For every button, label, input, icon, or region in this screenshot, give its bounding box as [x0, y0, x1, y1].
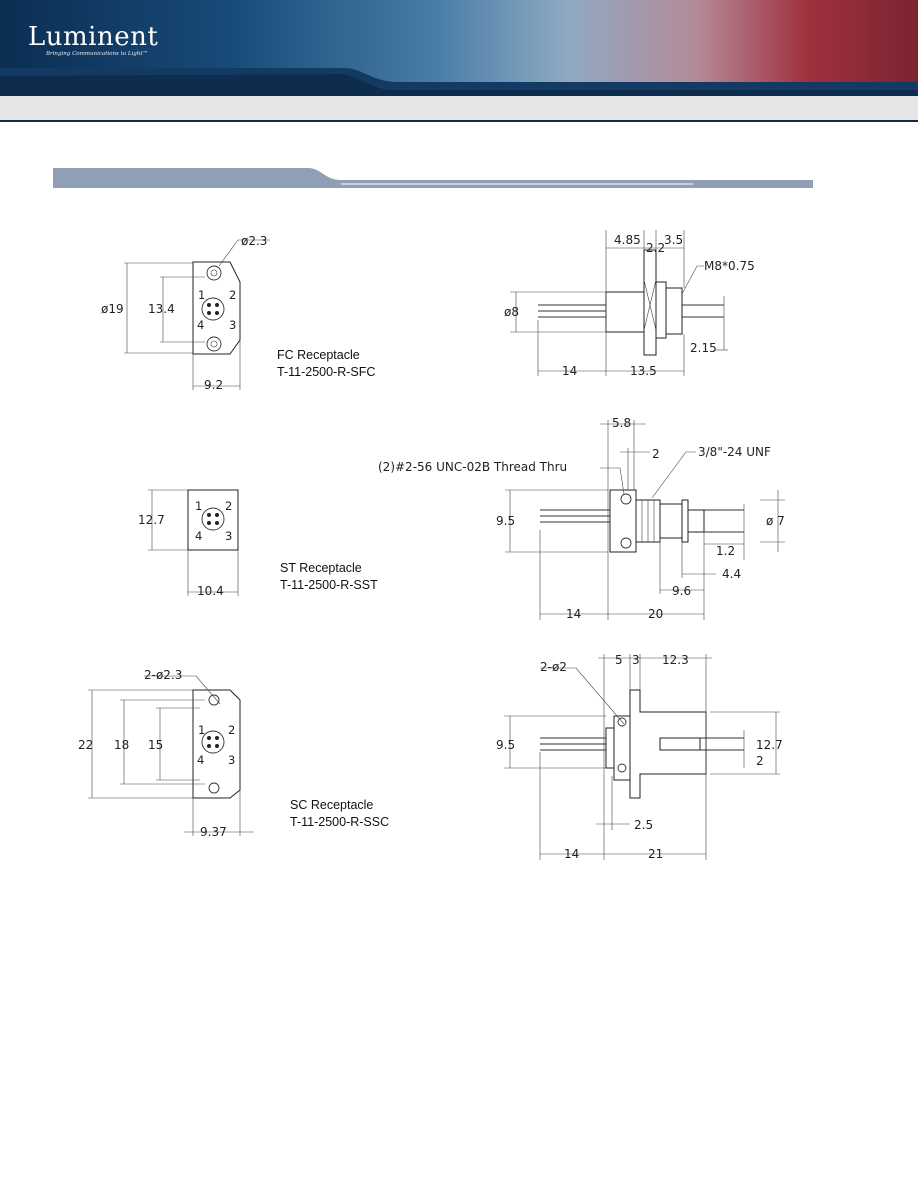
- fc-caption-title: FC Receptacle: [277, 348, 360, 362]
- sc-side-dim-3: 12.3: [662, 653, 689, 667]
- banner-wave: [0, 68, 918, 96]
- fc-side-thread: M8*0.75: [704, 259, 755, 273]
- fc-pin-4: 4: [197, 318, 204, 332]
- section-heading-bar: [53, 168, 813, 188]
- sc-front-width-dim: 9.37: [200, 825, 227, 839]
- sc-side-dim-4: 12.7: [756, 738, 783, 752]
- fc-side-view: 4.85 2.2 3.5 M8*0.75 ø8 2.15 14 13.5: [504, 230, 755, 378]
- fc-front-hole-dim: ø2.3: [241, 234, 267, 248]
- sc-side-len-body: 21: [648, 847, 663, 861]
- sc-front-h1-dim: 22: [78, 738, 93, 752]
- fc-pin-2: 2: [229, 288, 236, 302]
- st-caption-title: ST Receptacle: [280, 561, 362, 575]
- fc-side-dim-4: 2.15: [690, 341, 717, 355]
- sc-side-len-pins: 14: [564, 847, 579, 861]
- st-side-dim-3: 1.2: [716, 544, 735, 558]
- sc-side-dim-2: 3: [632, 653, 640, 667]
- sc-side-hole: 2-ø2: [540, 660, 567, 674]
- sc-side-dim-6: 2.5: [634, 818, 653, 832]
- st-pin-4: 4: [195, 529, 202, 543]
- sc-pin-2: 2: [228, 723, 235, 737]
- st-pin-2: 2: [225, 499, 232, 513]
- sc-side-dim-5: 2: [756, 754, 764, 768]
- st-front-width-dim: 10.4: [197, 584, 224, 598]
- sc-side-view: 2-ø2 5 3 12.3 9.5 12.7 2 2.5 14 21: [496, 653, 783, 861]
- fc-side-len-pins: 14: [562, 364, 577, 378]
- st-side-dim-5: 9.6: [672, 584, 691, 598]
- sc-pin-4: 4: [197, 753, 204, 767]
- st-side-dim-2: 2: [652, 447, 660, 461]
- st-pin-3: 3: [225, 529, 232, 543]
- fc-side-dia: ø8: [504, 305, 519, 319]
- st-side-thread: 3/8"-24 UNF: [698, 445, 771, 459]
- st-side-thread-note: (2)#2-56 UNC-02B Thread Thru: [378, 460, 567, 474]
- st-side-dim-4: 4.4: [722, 567, 741, 581]
- sc-pin-1: 1: [198, 723, 205, 737]
- st-caption-part: T-11-2500-R-SST: [280, 578, 378, 592]
- fc-front-width-dim: 9.2: [204, 378, 223, 392]
- company-logo: Luminent: [28, 22, 159, 52]
- header-rule: [0, 96, 918, 122]
- st-side-dia: ø 7: [766, 514, 785, 528]
- sc-front-view: 1 2 3 4 2-ø2.3 22 18 15 9.37 SC Receptac…: [78, 668, 389, 839]
- fc-pin-1: 1: [198, 288, 205, 302]
- st-side-len-pins: 14: [566, 607, 581, 621]
- st-side-view: 5.8 2 (2)#2-56 UNC-02B Thread Thru 3/8"-…: [378, 416, 785, 621]
- header-banner: Luminent Bringing Communications to Ligh…: [0, 0, 918, 96]
- sc-caption-part: T-11-2500-R-SSC: [290, 815, 389, 829]
- fc-front-dia-dim: ø19: [101, 302, 124, 316]
- sc-pin-3: 3: [228, 753, 235, 767]
- sc-side-dim-1: 5: [615, 653, 623, 667]
- fc-side-len-body: 13.5: [630, 364, 657, 378]
- fc-caption-part: T-11-2500-R-SFC: [277, 365, 375, 379]
- st-side-dim-1: 5.8: [612, 416, 631, 430]
- fc-front-height-dim: 13.4: [148, 302, 175, 316]
- fc-side-dim-1: 4.85: [614, 233, 641, 247]
- fc-pin-3: 3: [229, 318, 236, 332]
- sc-side-height: 9.5: [496, 738, 515, 752]
- fc-side-dim-3: 3.5: [664, 233, 683, 247]
- sc-front-h2-dim: 18: [114, 738, 129, 752]
- fc-side-dim-2: 2.2: [646, 241, 665, 255]
- st-side-len-body: 20: [648, 607, 663, 621]
- fc-front-view: 1 2 3 4 ø2.3 ø19 13.4 9.2 FC Receptacle …: [101, 234, 375, 392]
- st-side-height: 9.5: [496, 514, 515, 528]
- st-pin-1: 1: [195, 499, 202, 513]
- sc-caption-title: SC Receptacle: [290, 798, 373, 812]
- sc-front-hole-dim: 2-ø2.3: [144, 668, 182, 682]
- sc-front-h3-dim: 15: [148, 738, 163, 752]
- st-front-height-dim: 12.7: [138, 513, 165, 527]
- st-front-view: 1 2 3 4 12.7 10.4 ST Receptacle T-11-250…: [138, 489, 378, 598]
- company-tagline: Bringing Communications to Light™: [46, 51, 149, 57]
